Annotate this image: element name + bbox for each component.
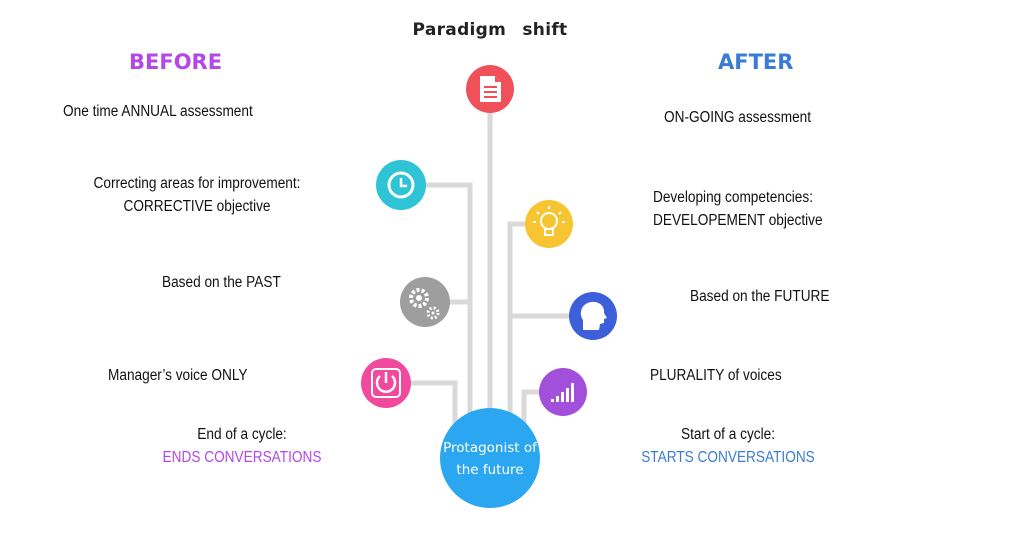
signal-bars-icon <box>539 368 587 416</box>
after-item-plurality: PLURALITY of voices <box>650 367 782 384</box>
after-item-future: Based on the FUTURE <box>690 288 830 305</box>
before-item-manager-voice: Manager’s voice ONLY <box>108 367 248 384</box>
gears-icon <box>400 277 450 327</box>
before-item-annual: One time ANNUAL assessment <box>63 103 253 120</box>
head-icon <box>569 292 617 340</box>
lightbulb-icon <box>525 200 573 248</box>
power-icon <box>361 358 411 408</box>
after-heading: AFTER <box>718 50 794 74</box>
clock-icon <box>376 160 426 210</box>
before-heading: BEFORE <box>129 50 223 74</box>
before-item-corrective: Correcting areas for improvement: CORREC… <box>93 175 301 215</box>
document-icon <box>466 65 514 113</box>
hub-label: Protagonist of the future <box>443 440 537 478</box>
after-item-start-cycle: Start of a cycle: STARTS CONVERSATIONS <box>641 426 815 466</box>
before-item-past: Based on the PAST <box>162 274 281 291</box>
before-item-end-cycle: End of a cycle: ENDS CONVERSATIONS <box>162 426 322 466</box>
after-item-development: Developing competencies: DEVELOPEMENT ob… <box>653 189 823 229</box>
after-item-ongoing: ON-GOING assessment <box>664 109 812 126</box>
hub-circle <box>440 408 540 508</box>
diagram-title: Paradigm shift <box>412 20 568 40</box>
